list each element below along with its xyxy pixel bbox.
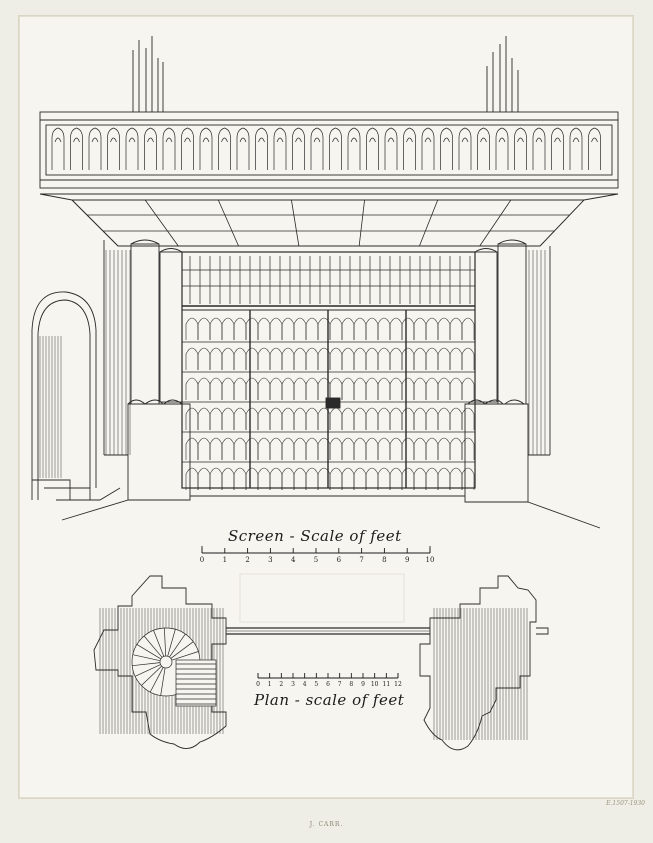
scale-tick-label: 1 (267, 681, 272, 688)
spiral-stair (131, 627, 217, 707)
plan-scale-bar (257, 673, 399, 679)
scale-tick-label: 2 (245, 556, 250, 564)
scale-tick-label: 9 (361, 681, 365, 688)
scale-tick-label: 10 (425, 556, 435, 564)
scale-tick-label: 0 (199, 556, 205, 564)
plan-drawing (93, 573, 549, 751)
scale-tick-label: 1 (222, 556, 228, 564)
scale-tick-label: 5 (314, 681, 319, 688)
screen-scale-bar (201, 546, 431, 554)
scale-tick-label: 11 (382, 681, 391, 688)
scale-tick-label: 6 (326, 681, 330, 688)
scale-tick-label: 6 (336, 556, 342, 564)
screen-scale-title: Screen - Scale of feet (228, 527, 402, 545)
scale-tick-label: 4 (302, 681, 307, 688)
left-plan-pier (93, 575, 227, 749)
gate-lock (325, 397, 341, 409)
upper-mouldings-left (132, 36, 164, 112)
gallery-cornice (39, 179, 619, 189)
scale-tick-label: 8 (349, 681, 354, 688)
plan-scale-title: Plan - scale of feet (254, 691, 405, 709)
scale-tick-label: 0 (256, 681, 260, 688)
scale-tick-label: 7 (359, 556, 364, 564)
gallery-parapet (39, 119, 619, 181)
scale-tick-label: 12 (394, 681, 402, 688)
right-plan-pier (419, 575, 537, 751)
artist-credit: J. CARR. (309, 821, 344, 828)
scale-tick-label: 9 (404, 556, 410, 564)
scale-tick-label: 3 (291, 681, 295, 688)
scale-tick-label: 10 (370, 681, 379, 688)
scale-tick-label: 5 (313, 556, 319, 564)
left-pillar (127, 239, 191, 501)
gallery-top-rail (39, 111, 619, 121)
scale-tick-label: 3 (268, 556, 273, 564)
upper-mouldings-right (486, 36, 519, 112)
scale-tick-label: 7 (337, 681, 342, 688)
soffit (71, 199, 585, 247)
scale-tick-label: 4 (290, 556, 296, 564)
scale-tick-label: 2 (279, 681, 284, 688)
accession-number: E.1507-1930 (606, 800, 645, 807)
scale-tick-label: 8 (382, 556, 387, 564)
arched-doorway (31, 291, 121, 501)
